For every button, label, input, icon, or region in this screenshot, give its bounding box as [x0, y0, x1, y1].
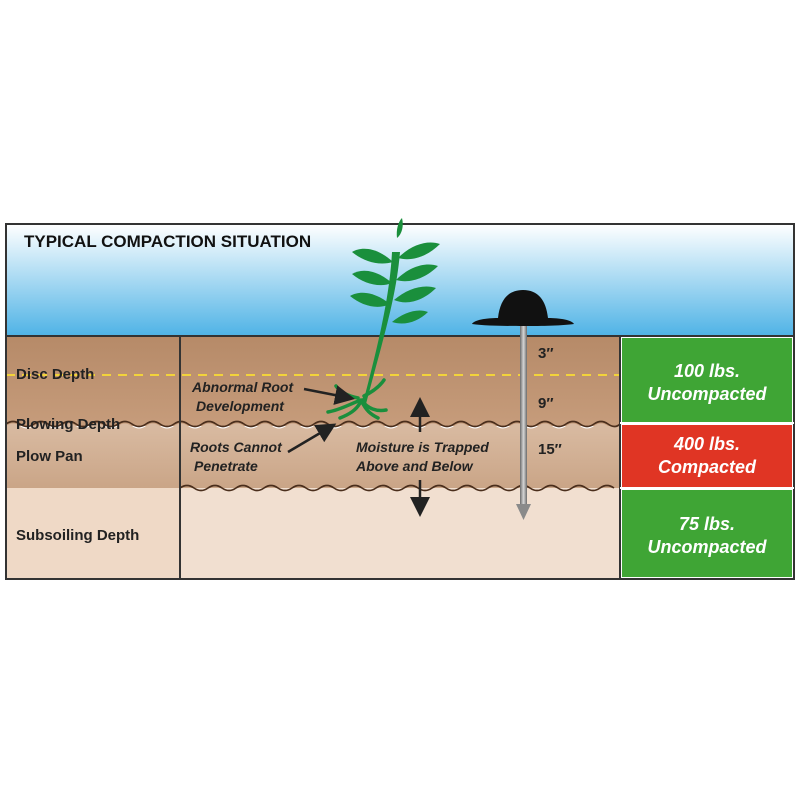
subsoiler-tip	[516, 504, 531, 520]
topsoil-layer	[6, 336, 620, 426]
plant-leaf	[396, 264, 438, 282]
box-disc-line2: Uncompacted	[647, 384, 767, 404]
plant-leaf	[394, 286, 436, 303]
pressure-box-disc	[622, 338, 792, 422]
pressure-box-subsoil	[622, 490, 792, 577]
subsoiler-tool	[472, 290, 574, 520]
roots-cannot-arrow	[287, 423, 337, 454]
depth-marker-15in: 15″	[538, 441, 562, 458]
subsoiler-head	[472, 290, 574, 326]
layer-label-subsoiling-depth: Subsoiling Depth	[16, 527, 139, 544]
box-subsoil-line1: 75 lbs.	[679, 514, 735, 534]
box-disc-line1: 100 lbs.	[674, 361, 740, 381]
plant-leaf	[398, 242, 440, 260]
plow-pan-bottom-boundary	[179, 484, 615, 492]
plant-stem	[357, 252, 400, 405]
abnormal-root-arrow	[303, 385, 355, 405]
diagram-title: TYPICAL COMPACTION SITUATION	[24, 232, 311, 251]
plant-illustration	[326, 218, 440, 420]
annotation-roots-cannot-line1: Roots Cannot	[190, 439, 283, 455]
plant-leaf	[352, 248, 393, 264]
layer-label-disc-depth: Disc Depth	[16, 366, 94, 383]
layer-label-plowing-depth: Plowing Depth	[16, 416, 120, 433]
annotation-abnormal-root-line1: Abnormal Root	[191, 379, 294, 395]
annotation-roots-cannot-line2: Penetrate	[194, 458, 258, 474]
box-pan-line1: 400 lbs.	[673, 434, 740, 454]
label-column-subsoil	[6, 488, 180, 579]
annotation-abnormal-root-line2: Development	[196, 398, 285, 414]
depth-marker-9in: 9″	[538, 395, 554, 412]
annotation-moisture-line1: Moisture is Trapped	[356, 439, 489, 455]
pressure-box-plow-pan	[622, 425, 792, 487]
layer-label-plow-pan: Plow Pan	[16, 448, 83, 465]
box-subsoil-line2: Uncompacted	[647, 537, 767, 557]
plant-leaf	[396, 218, 403, 238]
plant-leaf	[352, 270, 392, 286]
plant-leaf	[350, 292, 390, 307]
depth-marker-3in: 3″	[538, 345, 554, 362]
annotation-moisture-line2: Above and Below	[355, 458, 474, 474]
subsoiler-shank	[520, 326, 527, 506]
plow-pan-layer	[6, 423, 620, 488]
box-pan-line2: Compacted	[658, 457, 757, 477]
plant-leaf	[392, 310, 428, 324]
